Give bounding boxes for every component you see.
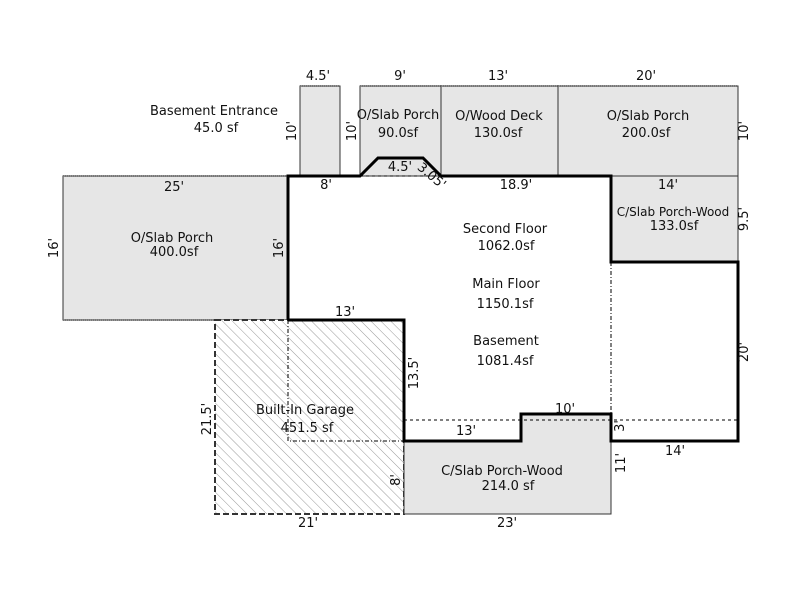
oslab-porch-right-height: 10' — [737, 121, 752, 141]
oslab-porch-left-width: 25' — [164, 180, 184, 195]
dim-bottom-bump: 10' — [555, 402, 575, 417]
oslab-porch-small-width: 9' — [394, 69, 406, 84]
garage-inner-height: 8' — [389, 474, 404, 486]
oslab-porch-right: 20' 10' O/Slab Porch 200.0sf — [557, 69, 752, 177]
oslab-porch-small: 9' 10' O/Slab Porch 90.0sf — [345, 69, 442, 177]
dim-right-height: 20' — [737, 342, 752, 362]
dim-bottom-bump-height: 3' — [613, 420, 628, 432]
owood-deck: 13' O/Wood Deck 130.0sf — [440, 69, 559, 177]
owood-deck-width: 13' — [488, 69, 508, 84]
garage-label: Built-In Garage — [256, 403, 354, 418]
main-floor-area: 1150.1sf — [477, 297, 534, 312]
second-floor-label: Second Floor — [463, 222, 548, 237]
basement-label: Basement — [473, 334, 539, 349]
main-floor-label: Main Floor — [472, 277, 540, 292]
oslab-porch-left-label: O/Slab Porch — [131, 231, 214, 246]
main-floor-outline — [286, 156, 740, 443]
cslab-porch-wood-right-area: 133.0sf — [650, 219, 699, 234]
dim-bump-width: 4.5' — [388, 160, 412, 175]
oslab-porch-left-area: 400.0sf — [150, 245, 199, 260]
oslab-porch-right-width: 20' — [636, 69, 656, 84]
second-floor-area: 1062.0sf — [478, 239, 535, 254]
cslab-porch-wood-right-height: 9.5' — [737, 207, 752, 231]
cslab-porch-wood-right-width: 14' — [658, 178, 678, 193]
dim-bottom-right: 14' — [665, 444, 685, 459]
cslab-porch-wood-bottom-label: C/Slab Porch-Wood — [441, 464, 563, 479]
dim-left: 16' — [272, 238, 287, 258]
basement-entrance-height: 10' — [285, 121, 300, 141]
cslab-porch-wood-right: 14' 9.5' C/Slab Porch-Wood 133.0sf — [610, 175, 752, 263]
cslab-porch-wood-bottom-height: 11' — [614, 453, 629, 473]
basement-entrance-width: 4.5' — [306, 69, 330, 84]
cslab-porch-wood-bottom: C/Slab Porch-Wood 214.0 sf 23' 11' — [403, 413, 629, 531]
garage-area: 451.5 sf — [281, 421, 334, 436]
dim-bottom-left: 13' — [456, 424, 476, 439]
basement-area: 1081.4sf — [477, 354, 534, 369]
owood-deck-label: O/Wood Deck — [455, 109, 543, 124]
garage-height: 21.5' — [200, 403, 215, 436]
oslab-porch-left-height: 16' — [47, 238, 62, 258]
main-floor-dimensions: 8' 4.5' 3.05' 18.9' 16' 13' 13.5' 13' 10… — [272, 160, 752, 459]
floor-labels: Second Floor 1062.0sf Main Floor 1150.1s… — [463, 222, 548, 369]
basement-entrance-label: Basement Entrance — [150, 104, 278, 119]
oslab-porch-small-height: 10' — [345, 121, 360, 141]
owood-deck-area: 130.0sf — [474, 126, 523, 141]
dim-top-right: 18.9' — [500, 178, 533, 193]
oslab-porch-small-area: 90.0sf — [378, 126, 419, 141]
interior-lines — [287, 175, 738, 442]
basement-entrance: 4.5' 10' Basement Entrance 45.0 sf — [150, 69, 341, 177]
dim-step-height: 13.5' — [407, 357, 422, 390]
basement-entrance-area: 45.0 sf — [194, 121, 239, 136]
cslab-porch-wood-bottom-width: 23' — [497, 516, 517, 531]
dim-top-left: 8' — [320, 178, 332, 193]
built-in-garage: Built-In Garage 451.5 sf 21' 21.5' 8' — [200, 319, 405, 531]
oslab-porch-right-area: 200.0sf — [622, 126, 671, 141]
garage-width: 21' — [298, 516, 318, 531]
cslab-porch-wood-bottom-area: 214.0 sf — [482, 479, 535, 494]
oslab-porch-right-label: O/Slab Porch — [607, 109, 690, 124]
cslab-porch-wood-right-label: C/Slab Porch-Wood — [617, 205, 730, 219]
oslab-porch-small-label: O/Slab Porch — [357, 108, 440, 123]
dim-step: 13' — [335, 305, 355, 320]
oslab-porch-left: 25' 16' O/Slab Porch 400.0sf — [47, 175, 289, 321]
